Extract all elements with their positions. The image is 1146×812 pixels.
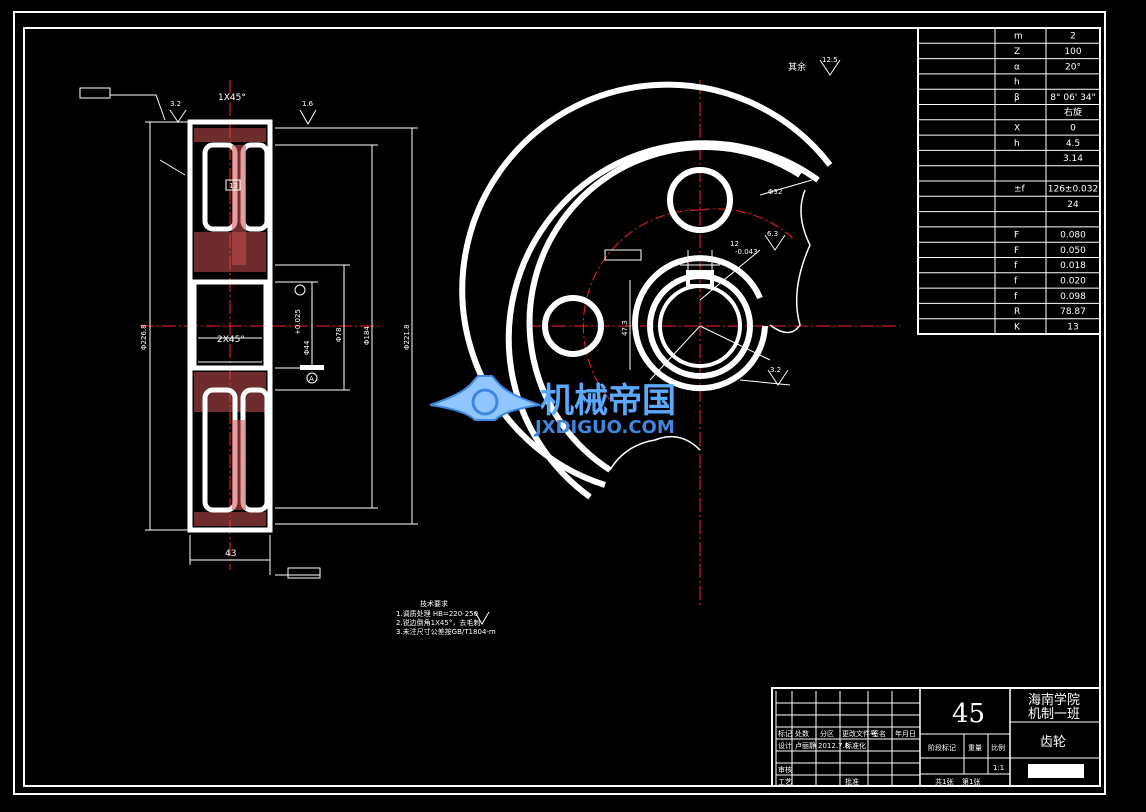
rev-col-6: 年月日 xyxy=(895,729,916,738)
title-block xyxy=(771,687,1101,787)
param-value: 3.14 xyxy=(1063,154,1083,164)
notes-line-3: 3.未注尺寸公差按GB/T1804-m xyxy=(396,627,496,636)
title-school-2: 机制一班 xyxy=(1028,707,1080,722)
param-symbol: Z xyxy=(1014,47,1020,57)
title-scale-label: 比例 xyxy=(991,743,1005,752)
title-sheets: 共1张 xyxy=(935,777,953,786)
title-designer: 卢丽静 xyxy=(795,741,816,750)
watermark-en: JXDIGUO.COM xyxy=(533,417,675,438)
roughness-label: 其余 xyxy=(788,61,806,73)
dim-chamfer-mid: 2X45° xyxy=(217,335,245,345)
param-symbol: f xyxy=(1014,292,1018,302)
param-value: 2 xyxy=(1070,32,1076,42)
param-symbol: F xyxy=(1014,246,1019,256)
dim-rough-a: 3.2 xyxy=(170,100,181,108)
watermark xyxy=(429,375,541,421)
param-symbol: ±f xyxy=(1014,185,1026,195)
title-weight-label: 重量 xyxy=(968,744,982,752)
title-stage-label: 阶段标记 xyxy=(928,743,956,752)
frame-border xyxy=(23,27,1101,787)
sheet-border xyxy=(13,11,1106,795)
param-value: 20° xyxy=(1065,62,1081,72)
dim-od: Φ221.8 xyxy=(403,324,411,350)
param-symbol: F xyxy=(1014,231,1019,241)
rev-col-2: 处数 xyxy=(795,729,809,738)
dim-bore: Φ44 xyxy=(303,340,311,355)
param-symbol: K xyxy=(1014,322,1021,332)
param-value: 8° 06' 34" xyxy=(1050,93,1095,103)
param-value: 78.87 xyxy=(1060,307,1086,317)
param-value: 4.5 xyxy=(1066,139,1080,149)
notes-line-2: 2.锐边倒角1X45°，去毛刺 xyxy=(396,618,480,627)
dim-hub: Φ78 xyxy=(335,328,343,342)
title-design-label: 设计 xyxy=(778,741,792,750)
title-check-label: 审核 xyxy=(778,765,792,774)
title-material: 45 xyxy=(952,699,985,729)
title-design-date: 2012.7.8 xyxy=(818,742,849,750)
rev-col-4: 更改文件号 xyxy=(842,729,877,738)
dim-rim-inner: Φ184 xyxy=(363,326,371,345)
param-value: 126±0.032 xyxy=(1048,185,1098,195)
dim-width: 43 xyxy=(225,549,236,559)
param-value: 0.050 xyxy=(1060,246,1086,256)
dim-key-tol: -0.043 xyxy=(735,248,758,256)
param-symbol: h xyxy=(1014,139,1020,149)
param-symbol: X xyxy=(1014,124,1020,134)
param-value: 0.018 xyxy=(1060,261,1086,271)
dim-rough-b: 1.6 xyxy=(302,100,314,108)
param-value: 13 xyxy=(1067,322,1078,332)
rev-col-3: 分区 xyxy=(820,729,834,738)
watermark-cn: 机械帝国 xyxy=(540,381,676,421)
param-value: 0.080 xyxy=(1060,231,1086,241)
notes-heading: 技术要求 xyxy=(420,599,448,608)
param-value: 0.098 xyxy=(1060,292,1086,302)
title-school-1: 海南学院 xyxy=(1028,692,1080,708)
param-value: 100 xyxy=(1064,47,1081,57)
notes-line-1: 1.调质处理 HB=220-250 xyxy=(396,609,478,618)
dim-key-depth: 47.3 xyxy=(621,320,629,336)
dim-chamfer-top: 1X45° xyxy=(218,93,246,103)
dim-keyway: 12 xyxy=(730,240,739,248)
dim-r-hub: 6.3 xyxy=(767,230,778,238)
param-value: 0.020 xyxy=(1060,277,1086,287)
dim-bore-tol: +0.025 xyxy=(294,309,302,335)
dim-r-face: 3.2 xyxy=(770,366,781,374)
title-scale: 1:1 xyxy=(993,764,1004,772)
param-value: 右旋 xyxy=(1064,106,1082,118)
title-sheet-no: 第1张 xyxy=(962,777,980,786)
title-approve-label: 批准 xyxy=(845,777,859,786)
title-std-label: 标准化 xyxy=(845,741,866,750)
rev-col-1: 标记 xyxy=(778,729,792,738)
param-symbol: β xyxy=(1014,93,1020,103)
title-process-label: 工艺 xyxy=(778,778,792,786)
dim-web: 13 xyxy=(229,182,238,190)
dim-pitch: Φ226.8 xyxy=(140,324,148,350)
datum-label: A xyxy=(309,375,314,383)
param-symbol: h xyxy=(1014,78,1020,88)
param-symbol: α xyxy=(1014,62,1020,72)
dim-hole: Φ32 xyxy=(768,188,782,196)
partial-view xyxy=(459,59,900,605)
param-symbol: f xyxy=(1014,261,1018,271)
param-symbol: m xyxy=(1014,32,1023,42)
param-symbol: f xyxy=(1014,277,1018,287)
param-symbol: R xyxy=(1014,307,1020,317)
roughness-value: 12.5 xyxy=(822,56,838,64)
gear-wings-icon xyxy=(429,375,541,421)
rev-col-5: 签名 xyxy=(872,729,886,738)
param-value: 24 xyxy=(1067,200,1079,210)
section-view xyxy=(79,80,418,579)
title-part-name: 齿轮 xyxy=(1040,735,1066,750)
param-value: 0 xyxy=(1070,124,1076,134)
